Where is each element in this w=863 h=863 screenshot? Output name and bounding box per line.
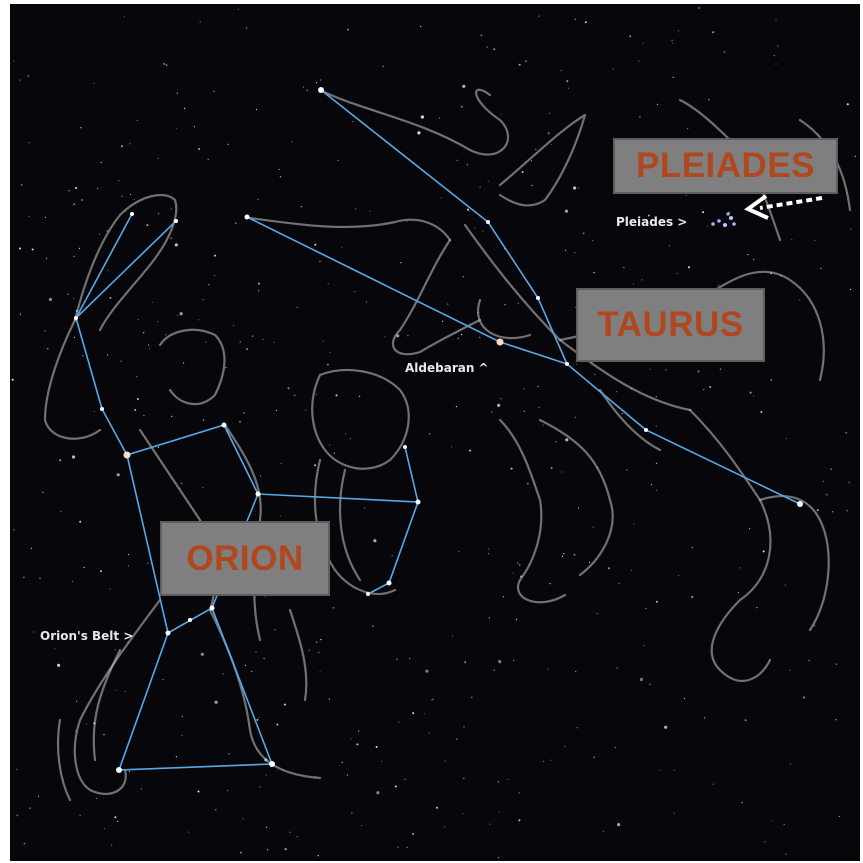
pleiades-title: PLEIADES	[613, 138, 838, 194]
taurus-title: TAURUS	[576, 288, 765, 362]
orion-title: ORION	[160, 521, 330, 596]
